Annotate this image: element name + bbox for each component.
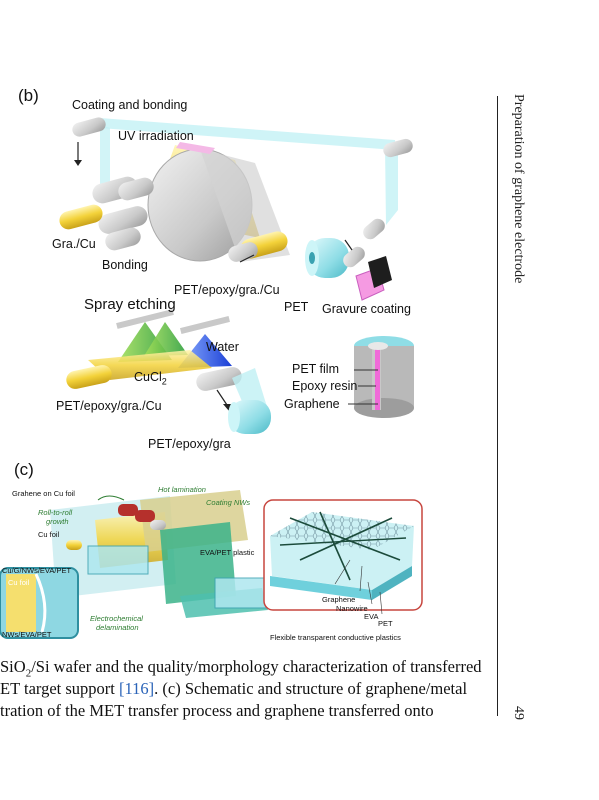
panel-letter-c: (c) (14, 460, 34, 479)
label-pet-epoxy-gra-cu-top: PET/epoxy/gra./Cu (174, 283, 280, 297)
figure-artwork (0, 117, 423, 639)
label-nanowire: Nanowire (336, 604, 368, 613)
caption-line-3: tration of the MET transfer process and … (0, 701, 434, 720)
label-graphene-c: Graphene (322, 595, 356, 604)
label-growth: growth (46, 517, 69, 526)
label-graphene-on-cu-foil: Grahene on Cu foil (12, 489, 75, 498)
figure: (b) (c) Coating and bonding UV irradiati… (0, 86, 423, 642)
label-spray-etching: Spray etching (84, 296, 176, 313)
label-uv-irradiation: UV irradiation (118, 129, 194, 143)
label-delamination: delamination (96, 623, 139, 632)
label-water: Water (206, 340, 239, 354)
label-pet: PET (284, 300, 309, 314)
met-transfer-process (0, 490, 423, 639)
label-eva: EVA (364, 612, 379, 621)
reference-link[interactable]: [116] (119, 679, 155, 698)
label-pet-epoxy-gra-cu-bottom: PET/epoxy/gra./Cu (56, 399, 162, 413)
label-pet-film: PET film (292, 362, 339, 376)
label-pet-epoxy-gra: PET/epoxy/gra (148, 437, 231, 451)
label-cucl2: CuCl2 (134, 370, 167, 387)
label-graphene-cylinder: Graphene (284, 397, 340, 411)
label-inset-bottom: NWs/EVA/PET (2, 630, 52, 639)
label-gravure-coating: Gravure coating (322, 302, 411, 316)
label-coating-bonding: Coating and bonding (72, 98, 188, 112)
label-coating-nws: Coating NWs (206, 498, 251, 507)
page-number: 49 (511, 706, 526, 720)
panel-letter-b: (b) (18, 86, 39, 105)
label-epoxy-resin: Epoxy resin (292, 379, 358, 393)
running-head: Preparation of graphene electrode (511, 94, 526, 284)
margin-rule (497, 96, 498, 716)
label-pet-c: PET (378, 619, 393, 628)
roll-to-roll-process (59, 117, 413, 301)
label-inset-top: Cu/G/NWs/EVA/PET (2, 566, 72, 575)
spray-etching-process (66, 309, 414, 434)
label-cu-foil: Cu foil (38, 530, 60, 539)
label-flexible-plastics: Flexible transparent conductive plastics (270, 633, 401, 642)
label-inset-cu-foil: Cu foil (8, 578, 30, 587)
label-hot-lamination: Hot lamination (158, 485, 206, 494)
label-bonding: Bonding (102, 258, 148, 272)
label-eva-pet-plastic: EVA/PET plastic (200, 548, 255, 557)
label-electrochemical: Electrochemical (90, 614, 143, 623)
caption-line-1: SiO2/Si wafer and the quality/morphology… (0, 657, 482, 680)
caption-line-2: ET target support [116]. (c) Schematic a… (0, 679, 468, 698)
label-roll-to-roll: Roll-to-roll (38, 508, 73, 517)
label-gra-cu: Gra./Cu (52, 237, 96, 251)
